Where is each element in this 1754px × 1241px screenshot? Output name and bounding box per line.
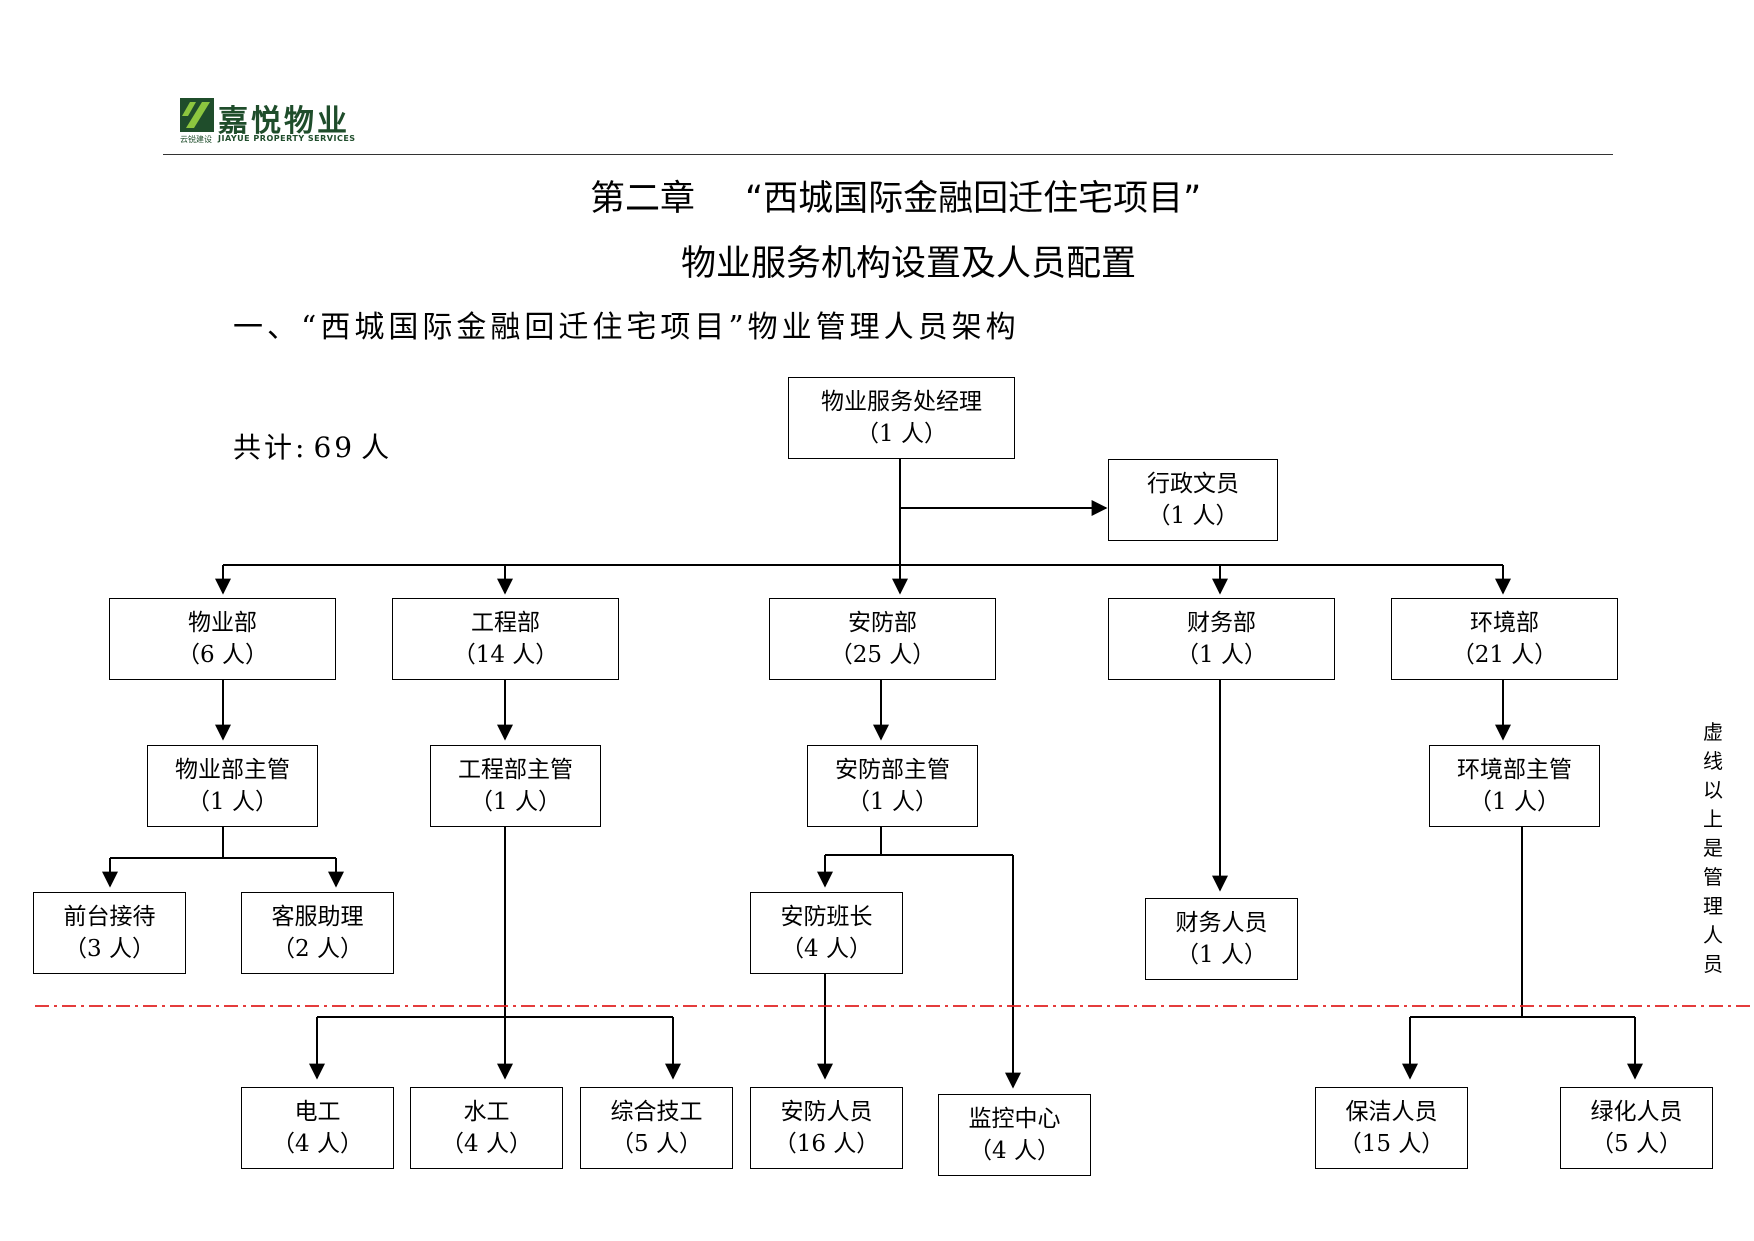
box-count: （1 人） bbox=[1147, 503, 1239, 529]
box-count: （3 人） bbox=[64, 936, 155, 962]
box-title: 财务部 bbox=[1187, 610, 1256, 636]
logo-name: 嘉悦物业 bbox=[218, 104, 350, 139]
box-title: 工程部 bbox=[471, 610, 540, 636]
project-name: “西城国际金融回迁住宅项目” bbox=[745, 179, 1202, 219]
box-supervisor-engineering: 工程部主管 （1 人） bbox=[430, 745, 601, 827]
header-rule bbox=[163, 154, 1613, 155]
box-title: 行政文员 bbox=[1147, 471, 1239, 497]
box-count: （1 人） bbox=[856, 421, 947, 447]
divider-note: 虚线以上是管理人员 bbox=[1703, 720, 1723, 976]
box-title: 监控中心 bbox=[968, 1106, 1061, 1132]
box-count: （4 人） bbox=[441, 1131, 532, 1157]
box-title: 客服助理 bbox=[271, 904, 364, 930]
box-title: 安防人员 bbox=[780, 1099, 873, 1125]
box-title: 环境部 bbox=[1470, 610, 1539, 636]
box-count: （1 人） bbox=[470, 789, 561, 815]
box-count: （16 人） bbox=[773, 1131, 880, 1157]
logo-tagline-en: JIAYUE PROPERTY SERVICES bbox=[218, 134, 356, 143]
box-count: （15 人） bbox=[1338, 1131, 1445, 1157]
box-title: 安防部主管 bbox=[835, 757, 950, 783]
box-count: （5 人） bbox=[1591, 1131, 1682, 1157]
box-title: 环境部主管 bbox=[1457, 757, 1572, 783]
chapter-title: 第二章 “西城国际金融回迁住宅项目” bbox=[590, 170, 1201, 221]
box-staff-plumber: 水工 （4 人） bbox=[410, 1087, 563, 1169]
box-staff-monitoring: 监控中心 （4 人） bbox=[938, 1094, 1091, 1176]
total-unit: 人 bbox=[361, 431, 393, 464]
box-count: （25 人） bbox=[829, 642, 936, 668]
box-count: （1 人） bbox=[187, 789, 278, 815]
box-manager: 物业服务处经理 （1 人） bbox=[788, 377, 1015, 459]
box-dept-engineering: 工程部 （14 人） bbox=[392, 598, 619, 680]
box-dept-property: 物业部 （6 人） bbox=[109, 598, 336, 680]
box-staff-service: 客服助理 （2 人） bbox=[241, 892, 394, 974]
box-admin: 行政文员 （1 人） bbox=[1108, 459, 1278, 541]
box-count: （2 人） bbox=[272, 936, 363, 962]
box-count: （1 人） bbox=[847, 789, 938, 815]
logo-tagline-small: 云锐建设 bbox=[180, 135, 212, 144]
box-title: 前台接待 bbox=[63, 904, 156, 930]
box-dept-finance: 财务部 （1 人） bbox=[1108, 598, 1335, 680]
box-staff-cleaning: 保洁人员 （15 人） bbox=[1315, 1087, 1468, 1169]
box-title: 安防部 bbox=[848, 610, 917, 636]
box-staff-security: 安防人员 （16 人） bbox=[750, 1087, 903, 1169]
box-count: （21 人） bbox=[1451, 642, 1558, 668]
box-staff-finance: 财务人员 （1 人） bbox=[1145, 898, 1298, 980]
box-dept-environment: 环境部 （21 人） bbox=[1391, 598, 1618, 680]
box-count: （5 人） bbox=[611, 1131, 702, 1157]
chapter-subtitle: 物业服务机构设置及人员配置 bbox=[681, 244, 1137, 284]
box-supervisor-security: 安防部主管 （1 人） bbox=[807, 745, 978, 827]
box-count: （14 人） bbox=[452, 642, 559, 668]
box-title: 工程部主管 bbox=[458, 757, 573, 783]
box-staff-squad-leader: 安防班长 （4 人） bbox=[750, 892, 903, 974]
total-label: 共计: bbox=[233, 431, 308, 464]
box-title: 水工 bbox=[463, 1099, 510, 1125]
logo-mark-icon bbox=[180, 98, 214, 132]
box-title: 物业部 bbox=[188, 610, 257, 636]
box-title: 财务人员 bbox=[1175, 910, 1268, 936]
box-title: 物业服务处经理 bbox=[821, 389, 982, 415]
box-count: （4 人） bbox=[969, 1138, 1060, 1164]
box-count: （4 人） bbox=[272, 1131, 363, 1157]
box-title: 保洁人员 bbox=[1345, 1099, 1438, 1125]
box-title: 绿化人员 bbox=[1590, 1099, 1683, 1125]
box-title: 电工 bbox=[294, 1099, 341, 1125]
box-title: 物业部主管 bbox=[175, 757, 290, 783]
chapter-label: 第二章 bbox=[590, 179, 696, 219]
box-count: （6 人） bbox=[177, 642, 268, 668]
box-title: 安防班长 bbox=[780, 904, 873, 930]
box-staff-electrician: 电工 （4 人） bbox=[241, 1087, 394, 1169]
box-supervisor-environment: 环境部主管 （1 人） bbox=[1429, 745, 1600, 827]
box-dept-security: 安防部 （25 人） bbox=[769, 598, 996, 680]
box-staff-greening: 绿化人员 （5 人） bbox=[1560, 1087, 1713, 1169]
company-logo: 嘉悦物业 云锐建设 JIAYUE PROPERTY SERVICES bbox=[180, 96, 380, 146]
box-title: 综合技工 bbox=[610, 1099, 703, 1125]
box-count: （1 人） bbox=[1176, 942, 1267, 968]
box-count: （4 人） bbox=[781, 936, 872, 962]
box-staff-reception: 前台接待 （3 人） bbox=[33, 892, 186, 974]
box-staff-technician: 综合技工 （5 人） bbox=[580, 1087, 733, 1169]
section-title: 一、“西城国际金融回迁住宅项目”物业管理人员架构 bbox=[233, 310, 1020, 345]
box-count: （1 人） bbox=[1176, 642, 1267, 668]
box-supervisor-property: 物业部主管 （1 人） bbox=[147, 745, 318, 827]
total-count: 69 bbox=[313, 431, 356, 464]
box-count: （1 人） bbox=[1469, 789, 1560, 815]
